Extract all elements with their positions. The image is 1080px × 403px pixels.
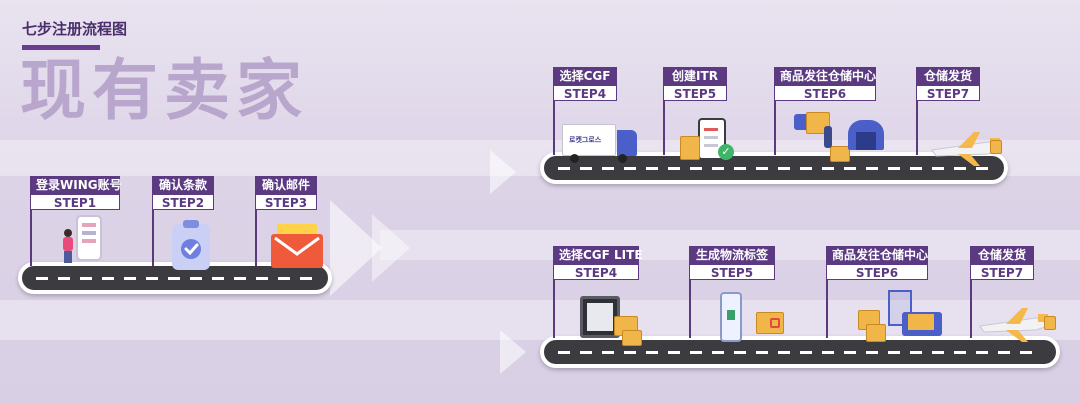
step-number: STEP6 <box>826 264 928 280</box>
flag-pole <box>916 67 918 155</box>
step-number: STEP6 <box>774 85 876 101</box>
parcel-box-icon <box>680 136 700 160</box>
step-title: 生成物流标签 <box>689 246 775 264</box>
monitor-boxes-illustration <box>580 296 650 348</box>
step-title: 选择CGF <box>553 67 617 85</box>
person-icon <box>824 126 832 148</box>
step-number: STEP3 <box>255 194 317 210</box>
chevron-decoration <box>372 214 410 282</box>
chevron-decoration <box>330 200 382 296</box>
delivery-van-icon <box>902 312 942 336</box>
step-title: 创建ITR <box>663 67 727 85</box>
envelope-icon <box>271 224 323 268</box>
chevron-decoration <box>500 330 526 374</box>
step-number: STEP7 <box>916 85 980 101</box>
chevron-decoration <box>490 150 516 194</box>
step-title: 商品发往仓储中心 <box>826 246 928 264</box>
flag-pole <box>255 176 257 266</box>
flow-label: 七步注册流程图 <box>22 20 128 38</box>
step-title: 登录WING账号 <box>30 176 122 194</box>
step-title: 商品发往仓储中心 <box>774 67 876 85</box>
step-title: 选择CGF LITE <box>553 246 643 264</box>
person-icon <box>62 229 74 263</box>
step-title: 仓储发货 <box>970 246 1034 264</box>
step-number: STEP7 <box>970 264 1034 280</box>
step-title: 确认邮件 <box>255 176 317 194</box>
check-icon: ✓ <box>718 144 734 160</box>
flag-pole <box>826 246 828 338</box>
background-band <box>0 300 1080 340</box>
label-tablet-illustration <box>720 292 790 346</box>
truck-logo: 로켓그로스 <box>569 136 602 144</box>
tablet-icon <box>720 292 742 342</box>
flag-pole <box>970 246 972 338</box>
phone-icon <box>76 215 102 261</box>
flag-pole <box>553 246 555 338</box>
page-title: 现有卖家 <box>20 52 308 129</box>
flag-pole <box>663 67 665 155</box>
step-number: STEP4 <box>553 264 639 280</box>
phone-person-illustration <box>60 215 106 265</box>
shelf-rack-icon <box>888 290 912 326</box>
tablet-box-illustration: ✓ <box>680 118 740 164</box>
flag-pole <box>689 246 691 338</box>
flag-pole <box>30 176 32 266</box>
flag-pole <box>152 176 154 266</box>
parcel-box-icon <box>866 324 886 342</box>
warehouse-delivery-illustration <box>794 110 886 170</box>
label-icon <box>770 318 780 328</box>
parcel-box-icon <box>1044 316 1056 330</box>
flag-pole <box>774 67 776 155</box>
step-number: STEP2 <box>152 194 214 210</box>
truck-icon: 로켓그로스 <box>562 124 640 164</box>
flag-pole <box>553 67 555 155</box>
warehouse-icon <box>848 120 884 150</box>
step-number: STEP5 <box>663 85 727 101</box>
step-number: STEP1 <box>30 194 120 210</box>
parcel-box-icon <box>830 146 850 162</box>
step-title: 确认条款 <box>152 176 214 194</box>
step-number: STEP5 <box>689 264 775 280</box>
label-underline <box>22 45 100 50</box>
clipboard-check-icon <box>172 220 210 270</box>
warehouse-truck-illustration <box>852 290 942 348</box>
parcel-box-icon <box>622 330 642 346</box>
step-number: STEP4 <box>553 85 617 101</box>
parcel-box-icon <box>990 140 1002 154</box>
step-title: 仓储发货 <box>916 67 980 85</box>
